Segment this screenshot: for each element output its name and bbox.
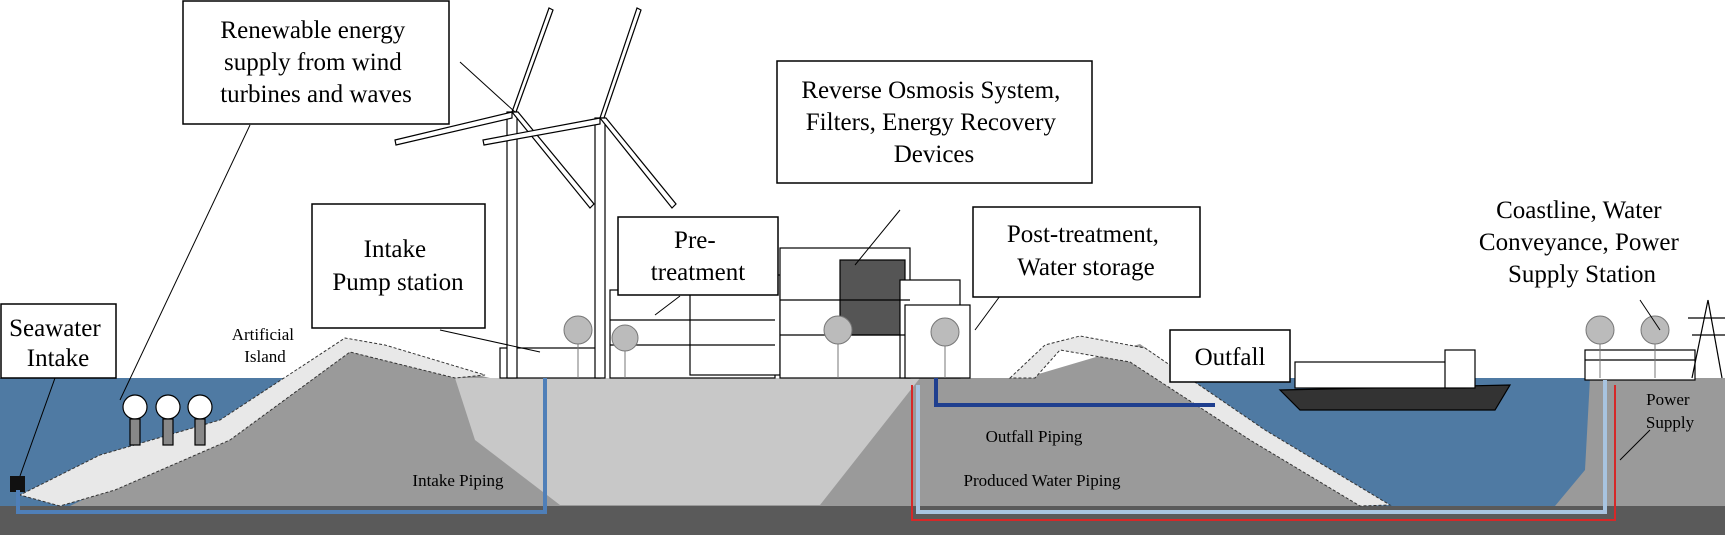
outfall-pipe (934, 378, 1215, 407)
intake-pipe (16, 378, 547, 514)
label-produced-water-piping: Produced Water Piping (964, 471, 1121, 490)
coastline-station-building (1584, 349, 1696, 381)
island-plateau (455, 378, 920, 505)
rock-armour-right (1008, 335, 1392, 507)
callout-seawater-intake: Seawater Intake (9, 315, 107, 372)
pointer-seawater-intake (19, 377, 56, 477)
power-pylon (1688, 299, 1725, 379)
pointer-ro (854, 209, 901, 266)
power-supply-line (911, 385, 1616, 521)
callout-intake-pump: Intake Pump station (332, 236, 464, 296)
label-artificial-island: Artificial Island (232, 325, 299, 366)
seawater-intake-structure (10, 476, 25, 492)
produced-water-pipe (916, 380, 1607, 514)
callout-outfall: Outfall (1195, 344, 1266, 371)
callout-outfall-box (1169, 329, 1291, 383)
callout-renewable: Renewable energy supply from wind turbin… (220, 17, 412, 108)
pointer-coastline (1639, 299, 1661, 331)
ro-building (779, 247, 961, 379)
label-power-supply: Power Supply (1646, 390, 1695, 432)
callout-ro-box (776, 60, 1093, 184)
callout-pretreatment-box (617, 216, 779, 296)
wave-buoys (122, 394, 213, 446)
pointer-pretreatment (654, 295, 681, 316)
callout-renewable-box (182, 0, 450, 125)
wind-turbine-2 (482, 7, 677, 379)
pointer-renewable-wind (459, 61, 516, 113)
label-outfall-piping: Outfall Piping (986, 427, 1083, 446)
callout-post-treatment-box (972, 206, 1201, 298)
cargo-ship (1278, 349, 1512, 411)
pointer-power-supply (1619, 429, 1651, 461)
rock-armour-left (18, 337, 486, 507)
callout-ro: Reverse Osmosis System, Filters, Energy … (801, 77, 1066, 168)
label-coastline: Coastline, Water Conveyance, Power Suppl… (1479, 197, 1685, 288)
coastline-land (1555, 378, 1725, 506)
label-intake-piping: Intake Piping (412, 471, 504, 490)
callout-intake-pump-box (311, 203, 486, 329)
pointer-post-treatment (974, 295, 1001, 331)
callout-pretreatment: Pre- treatment (651, 227, 745, 286)
trees (563, 315, 1670, 378)
callout-seawater-intake-box (0, 303, 117, 379)
callout-post-treatment: Post-treatment, Water storage (1007, 221, 1165, 281)
pointer-renewable-waves (119, 124, 251, 401)
pointer-intake-pump (439, 329, 541, 353)
